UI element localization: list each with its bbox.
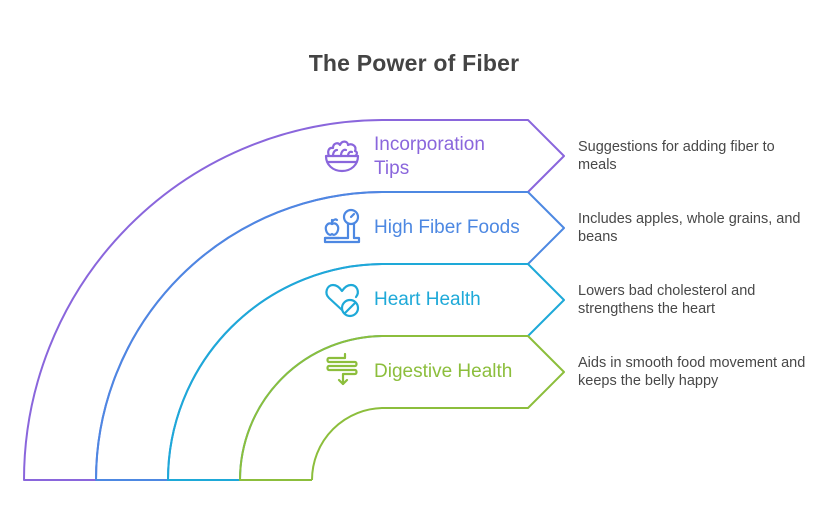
label-line: Incorporation (374, 134, 485, 155)
layer-label-heart-health: Heart Health (374, 288, 481, 312)
label-line: Heart Health (374, 289, 481, 310)
heart-slash-icon (321, 280, 363, 322)
layer-description-digestive-health: Aids in smooth food movement and keeps t… (578, 355, 806, 389)
layer-label-high-fiber-foods: High Fiber Foods (374, 216, 520, 240)
layer-description-high-fiber-foods: Includes apples, whole grains, and beans (578, 211, 801, 245)
layer-description-incorporation-tips: Suggestions for adding fiber to meals (578, 139, 775, 173)
band-digestive-health (239, 335, 565, 481)
diagram-title: The Power of Fiber (308, 50, 520, 76)
label-line: Tips (374, 158, 410, 179)
intestine-icon (321, 350, 363, 392)
layer-label-incorporation-tips: Incorporation Tips (374, 133, 485, 181)
layer-label-digestive-health: Digestive Health (374, 360, 512, 384)
label-line: Digestive Health (374, 361, 513, 382)
layer-description-heart-health: Lowers bad cholesterol and strengthens t… (578, 283, 756, 317)
salad-bowl-icon (321, 134, 363, 176)
apple-scale-icon (321, 207, 363, 249)
label-line: High Fiber Foods (374, 217, 520, 238)
